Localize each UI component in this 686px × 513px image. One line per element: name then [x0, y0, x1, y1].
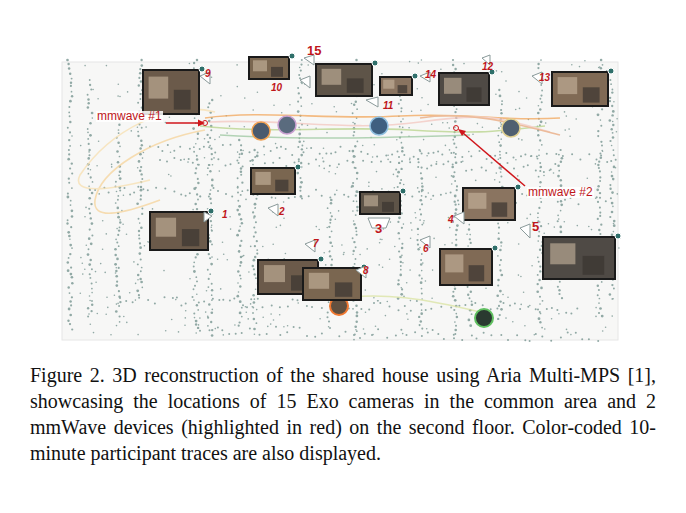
callout-number: 8: [362, 265, 370, 276]
callout-number: 15: [306, 44, 322, 58]
callout-number: 9: [204, 68, 212, 79]
callout-number: 2: [278, 206, 286, 217]
callout-number: 11: [382, 100, 394, 111]
callout-number: 10: [270, 82, 283, 93]
callout-number: 6: [422, 243, 430, 254]
callout-number: 13: [538, 72, 551, 83]
callout-number: 4: [447, 214, 455, 225]
mmwave-pointers: [166, 120, 525, 187]
reconstruction-ground: [62, 62, 618, 340]
callout-number: 5: [531, 220, 540, 234]
callout-number: 12: [481, 61, 494, 72]
camera-symbols: [200, 55, 542, 278]
camera-thumbnails: [143, 53, 621, 300]
device-label: mmwave #1: [96, 111, 163, 122]
callout-number: 1: [221, 209, 229, 220]
callout-number: 14: [424, 69, 437, 80]
point-cloud: [66, 59, 620, 342]
callout-number: 3: [374, 222, 383, 236]
house-reconstruction: [0, 0, 686, 350]
participant-traces: [78, 109, 560, 312]
device-label: mmwave #2: [527, 187, 594, 198]
figure-caption: Figure 2. 3D reconstruction of the share…: [30, 362, 656, 466]
callout-number: 7: [312, 238, 320, 249]
